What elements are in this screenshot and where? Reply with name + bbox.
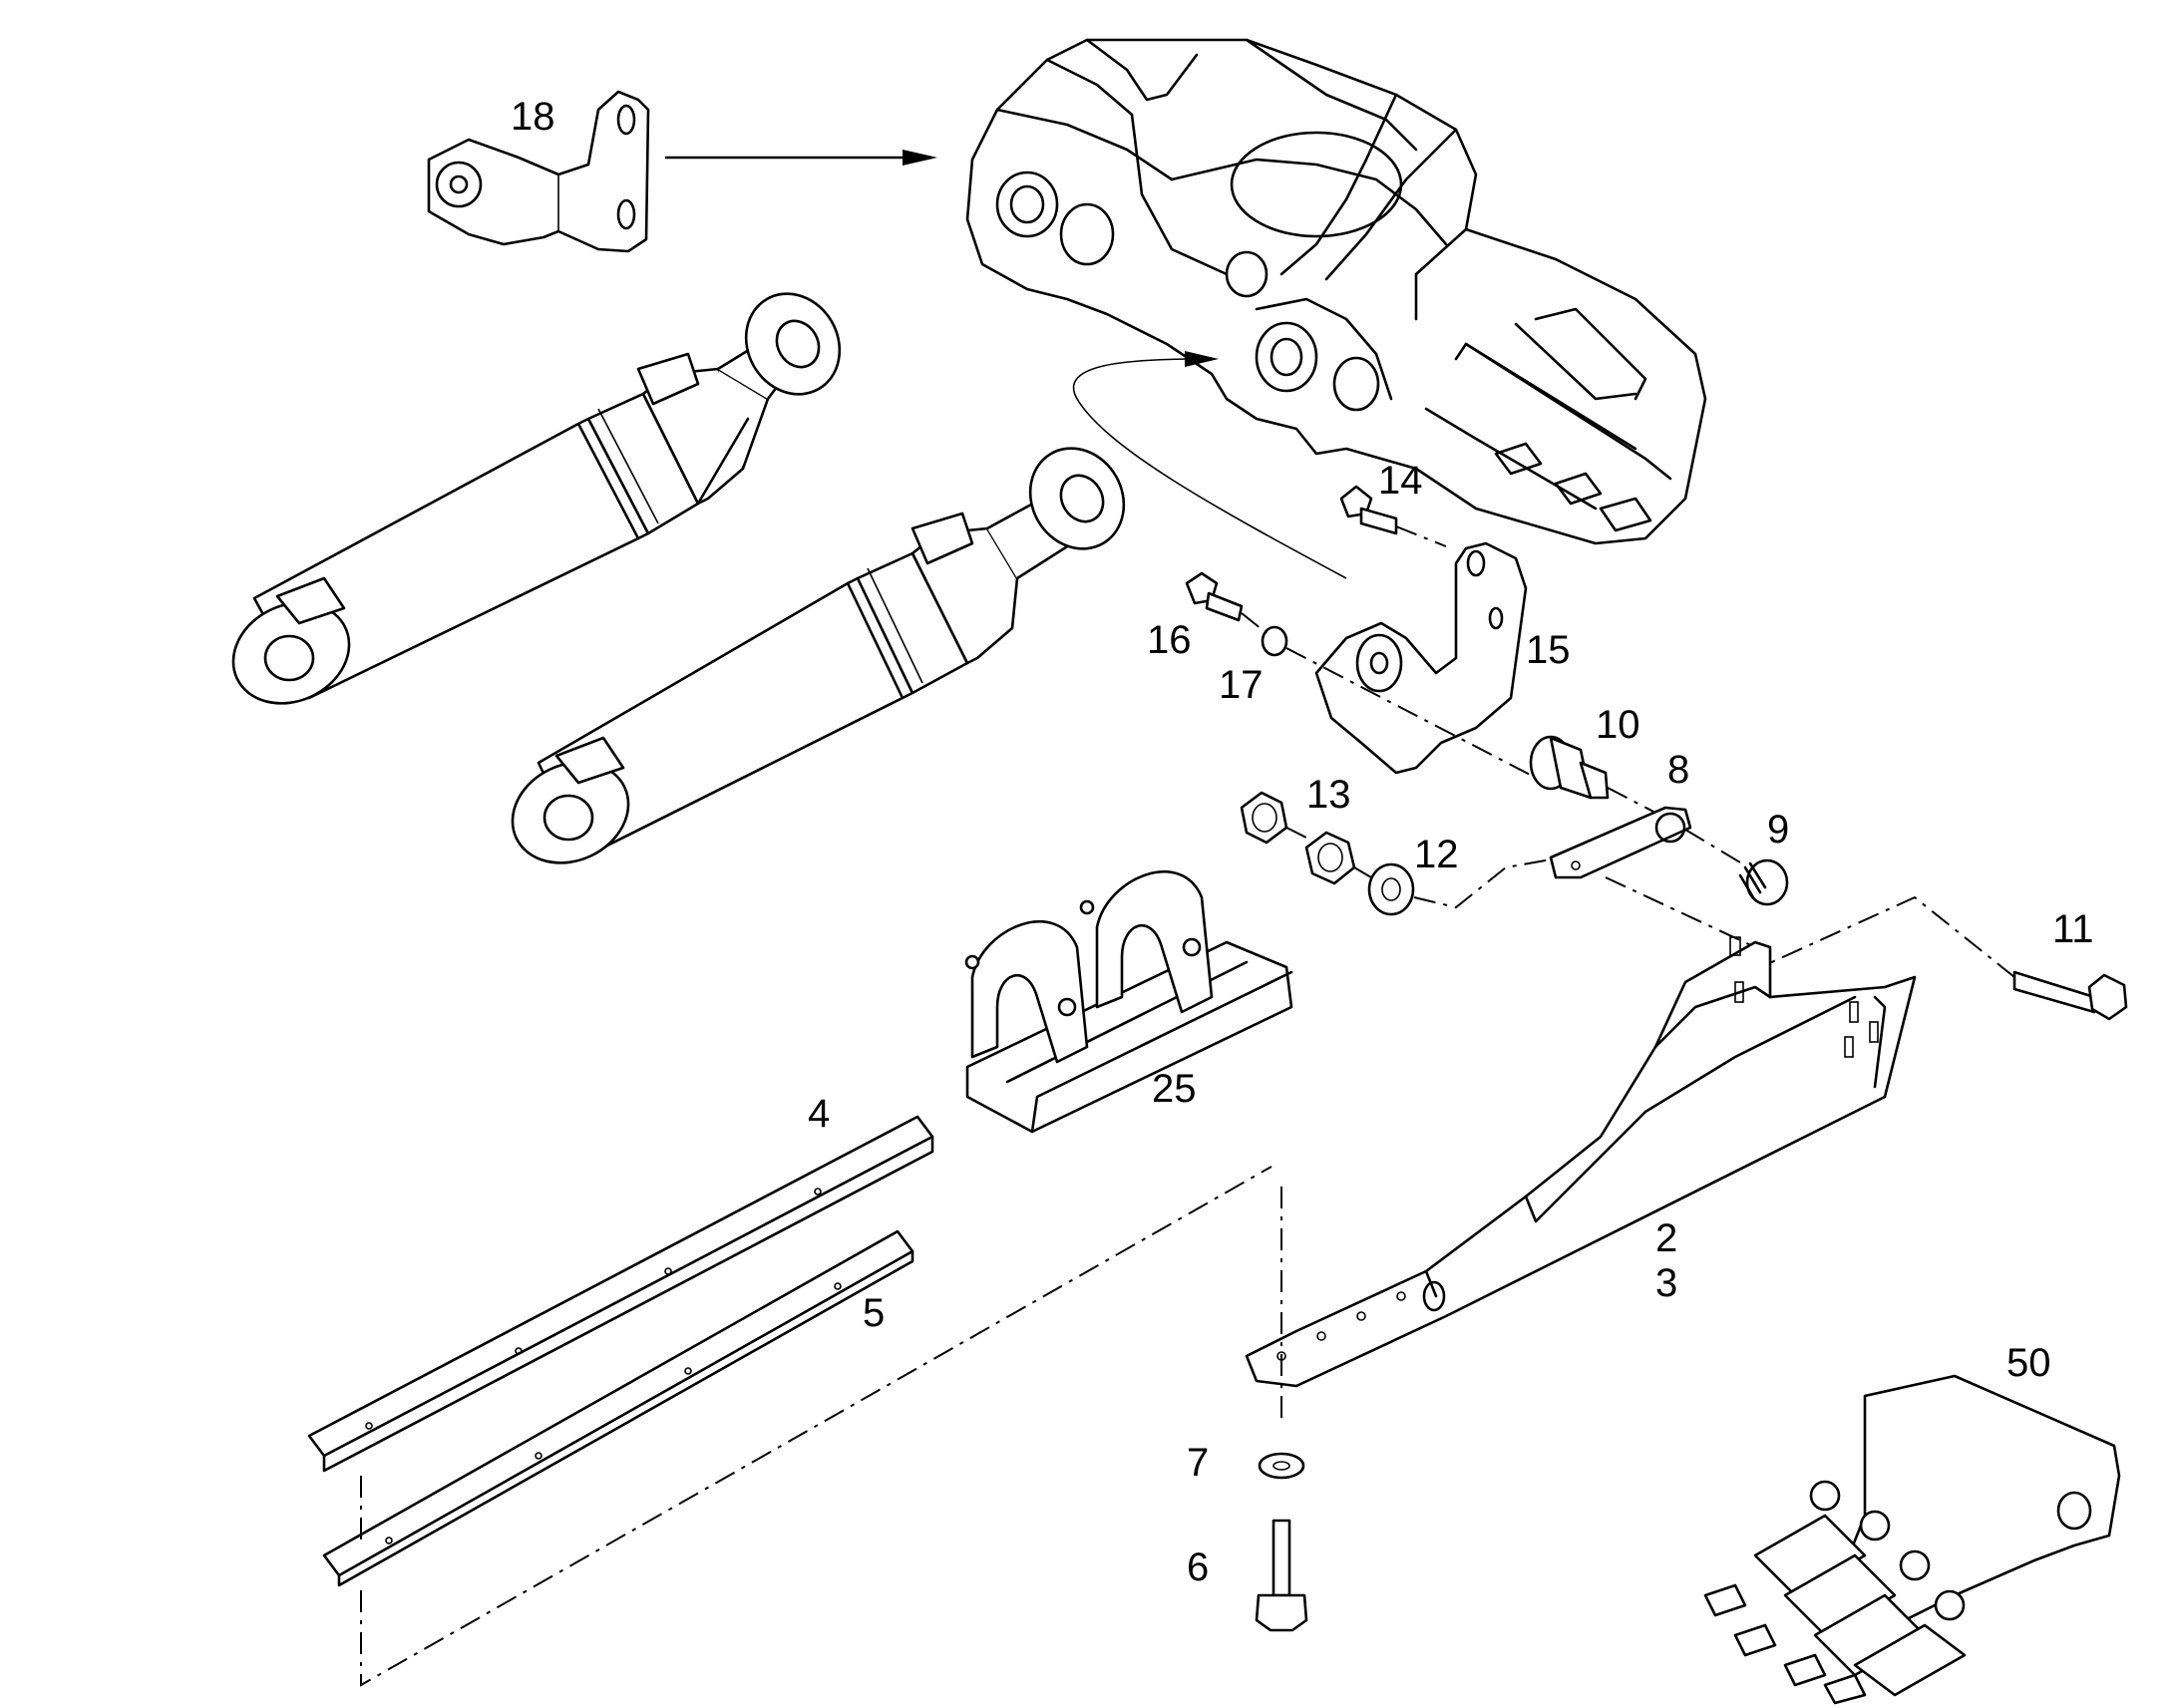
label-14: 14 [1378, 459, 1423, 503]
lube-distributor-part-50 [1703, 1374, 2121, 1705]
label-9: 9 [1767, 808, 1789, 852]
bolt-part-16 [1185, 571, 1244, 622]
label-18: 18 [511, 95, 555, 139]
nut-part-13-a [1240, 791, 1288, 845]
nut-part-13-b [1304, 831, 1356, 885]
label-17: 17 [1219, 663, 1264, 707]
label-8: 8 [1667, 748, 1689, 792]
label-13: 13 [1306, 773, 1351, 817]
hydraulic-cylinder-lower [511, 447, 1126, 864]
support-rail-part-2-3 [1245, 936, 1917, 1388]
bolt-part-11 [2012, 970, 2128, 1021]
leader-10 [1607, 787, 1656, 814]
bolt-part-6 [1255, 1519, 1308, 1632]
label-11: 11 [2052, 907, 2094, 951]
leader-16-17 [1241, 612, 1537, 779]
leader-13-12-8 [1285, 827, 1552, 909]
label-10: 10 [1596, 703, 1640, 747]
leader-4-5 [360, 1166, 1272, 1687]
label-25: 25 [1152, 1067, 1197, 1111]
washer-part-17 [1261, 625, 1288, 657]
hydraulic-cylinder-upper [231, 292, 842, 705]
leader-curve-to-frame [1072, 358, 1347, 579]
label-16: 16 [1147, 618, 1192, 662]
label-50: 50 [2006, 1341, 2051, 1385]
leader-8-to-2 [1605, 876, 1756, 948]
fitting-part-9 [1738, 858, 1789, 906]
leader-11 [1764, 895, 2015, 978]
pin-part-10 [1529, 735, 1610, 800]
label-5: 5 [863, 1291, 885, 1335]
leader-14 [1395, 525, 1447, 547]
washer-part-7 [1258, 1452, 1305, 1480]
label-6: 6 [1187, 1545, 1209, 1589]
arrowhead-18 [903, 150, 937, 166]
label-2: 2 [1655, 1216, 1677, 1260]
label-15: 15 [1526, 628, 1571, 672]
leader-8-9 [1684, 829, 1746, 866]
label-12: 12 [1414, 833, 1459, 876]
washer-part-12 [1367, 862, 1415, 916]
strip-part-5 [322, 1229, 914, 1587]
plate-part-8 [1549, 806, 1692, 879]
bracket-part-18 [427, 90, 650, 253]
label-4: 4 [808, 1092, 830, 1136]
main-frame-casting [965, 38, 1707, 545]
bolt-part-14 [1339, 485, 1398, 535]
clamp-assembly-part-25 [964, 870, 1293, 1134]
strip-part-4 [307, 1115, 934, 1473]
arrowhead-frame [1185, 351, 1219, 367]
label-7: 7 [1187, 1441, 1209, 1485]
label-3: 3 [1655, 1261, 1677, 1305]
bracket-part-15 [1314, 541, 1528, 775]
